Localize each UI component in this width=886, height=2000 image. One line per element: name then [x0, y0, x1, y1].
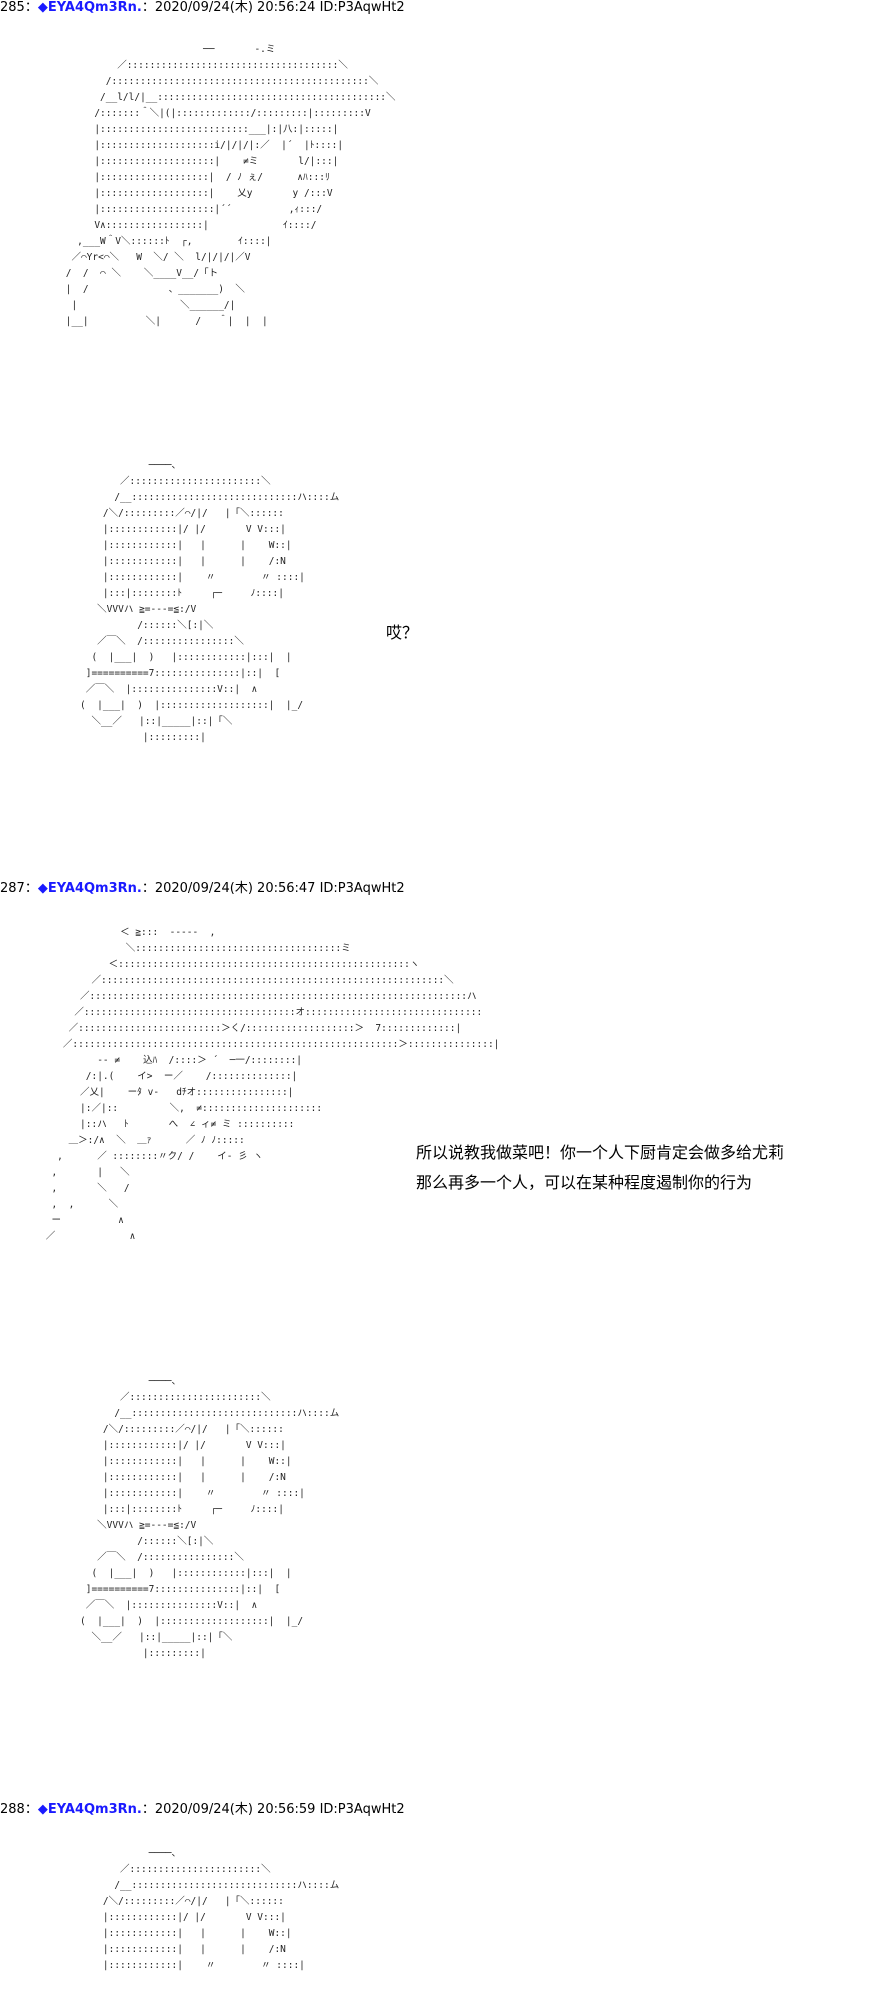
post-header-285: 285：◆EYA4Qm3Rn.：2020/09/24(木) 20:56:24 I…: [0, 0, 405, 16]
post-separator: ：: [24, 0, 38, 15]
post-number: 285: [0, 0, 25, 15]
post-number: 287: [0, 881, 25, 896]
post-meta: ：2020/09/24(木) 20:56:47 ID:P3AqwHt2: [141, 881, 405, 896]
ascii-art-girl-3: ────、 ／:::::::::::::::::::::::＼ /__:::::…: [102, 1848, 340, 1971]
post-separator: ：: [24, 1802, 38, 1817]
post-header-287: 287：◆EYA4Qm3Rn.：2020/09/24(木) 20:56:47 I…: [0, 881, 405, 897]
post-meta: ：2020/09/24(木) 20:56:59 ID:P3AqwHt2: [141, 1802, 405, 1817]
poster-name[interactable]: ◆EYA4Qm3Rn.: [37, 0, 142, 15]
post-meta: ：2020/09/24(木) 20:56:24 ID:P3AqwHt2: [141, 0, 405, 15]
ascii-art-boy-angry: ＜ ≧::: ----- , ＼::::::::::::::::::::::::…: [45, 927, 500, 1242]
ascii-art-girl-1: ────、 ／:::::::::::::::::::::::＼ /__:::::…: [80, 460, 340, 743]
post-header-288: 288：◆EYA4Qm3Rn.：2020/09/24(木) 20:56:59 I…: [0, 1802, 405, 1818]
ascii-art-girl-2: ────、 ／:::::::::::::::::::::::＼ /__:::::…: [80, 1376, 340, 1659]
post-separator: ：: [24, 881, 38, 896]
poster-name[interactable]: ◆EYA4Qm3Rn.: [37, 1802, 142, 1817]
ascii-art-boy-top: ── -.ミ ／::::::::::::::::::::::::::::::::…: [65, 44, 396, 327]
poster-name[interactable]: ◆EYA4Qm3Rn.: [37, 881, 142, 896]
speech-text-2: 所以说教我做菜吧！你一个人下厨肯定会做多给尤莉 那么再多一个人，可以在某种程度遏…: [416, 1143, 785, 1192]
post-number: 288: [0, 1802, 25, 1817]
speech-text-1: 哎？: [386, 623, 419, 642]
